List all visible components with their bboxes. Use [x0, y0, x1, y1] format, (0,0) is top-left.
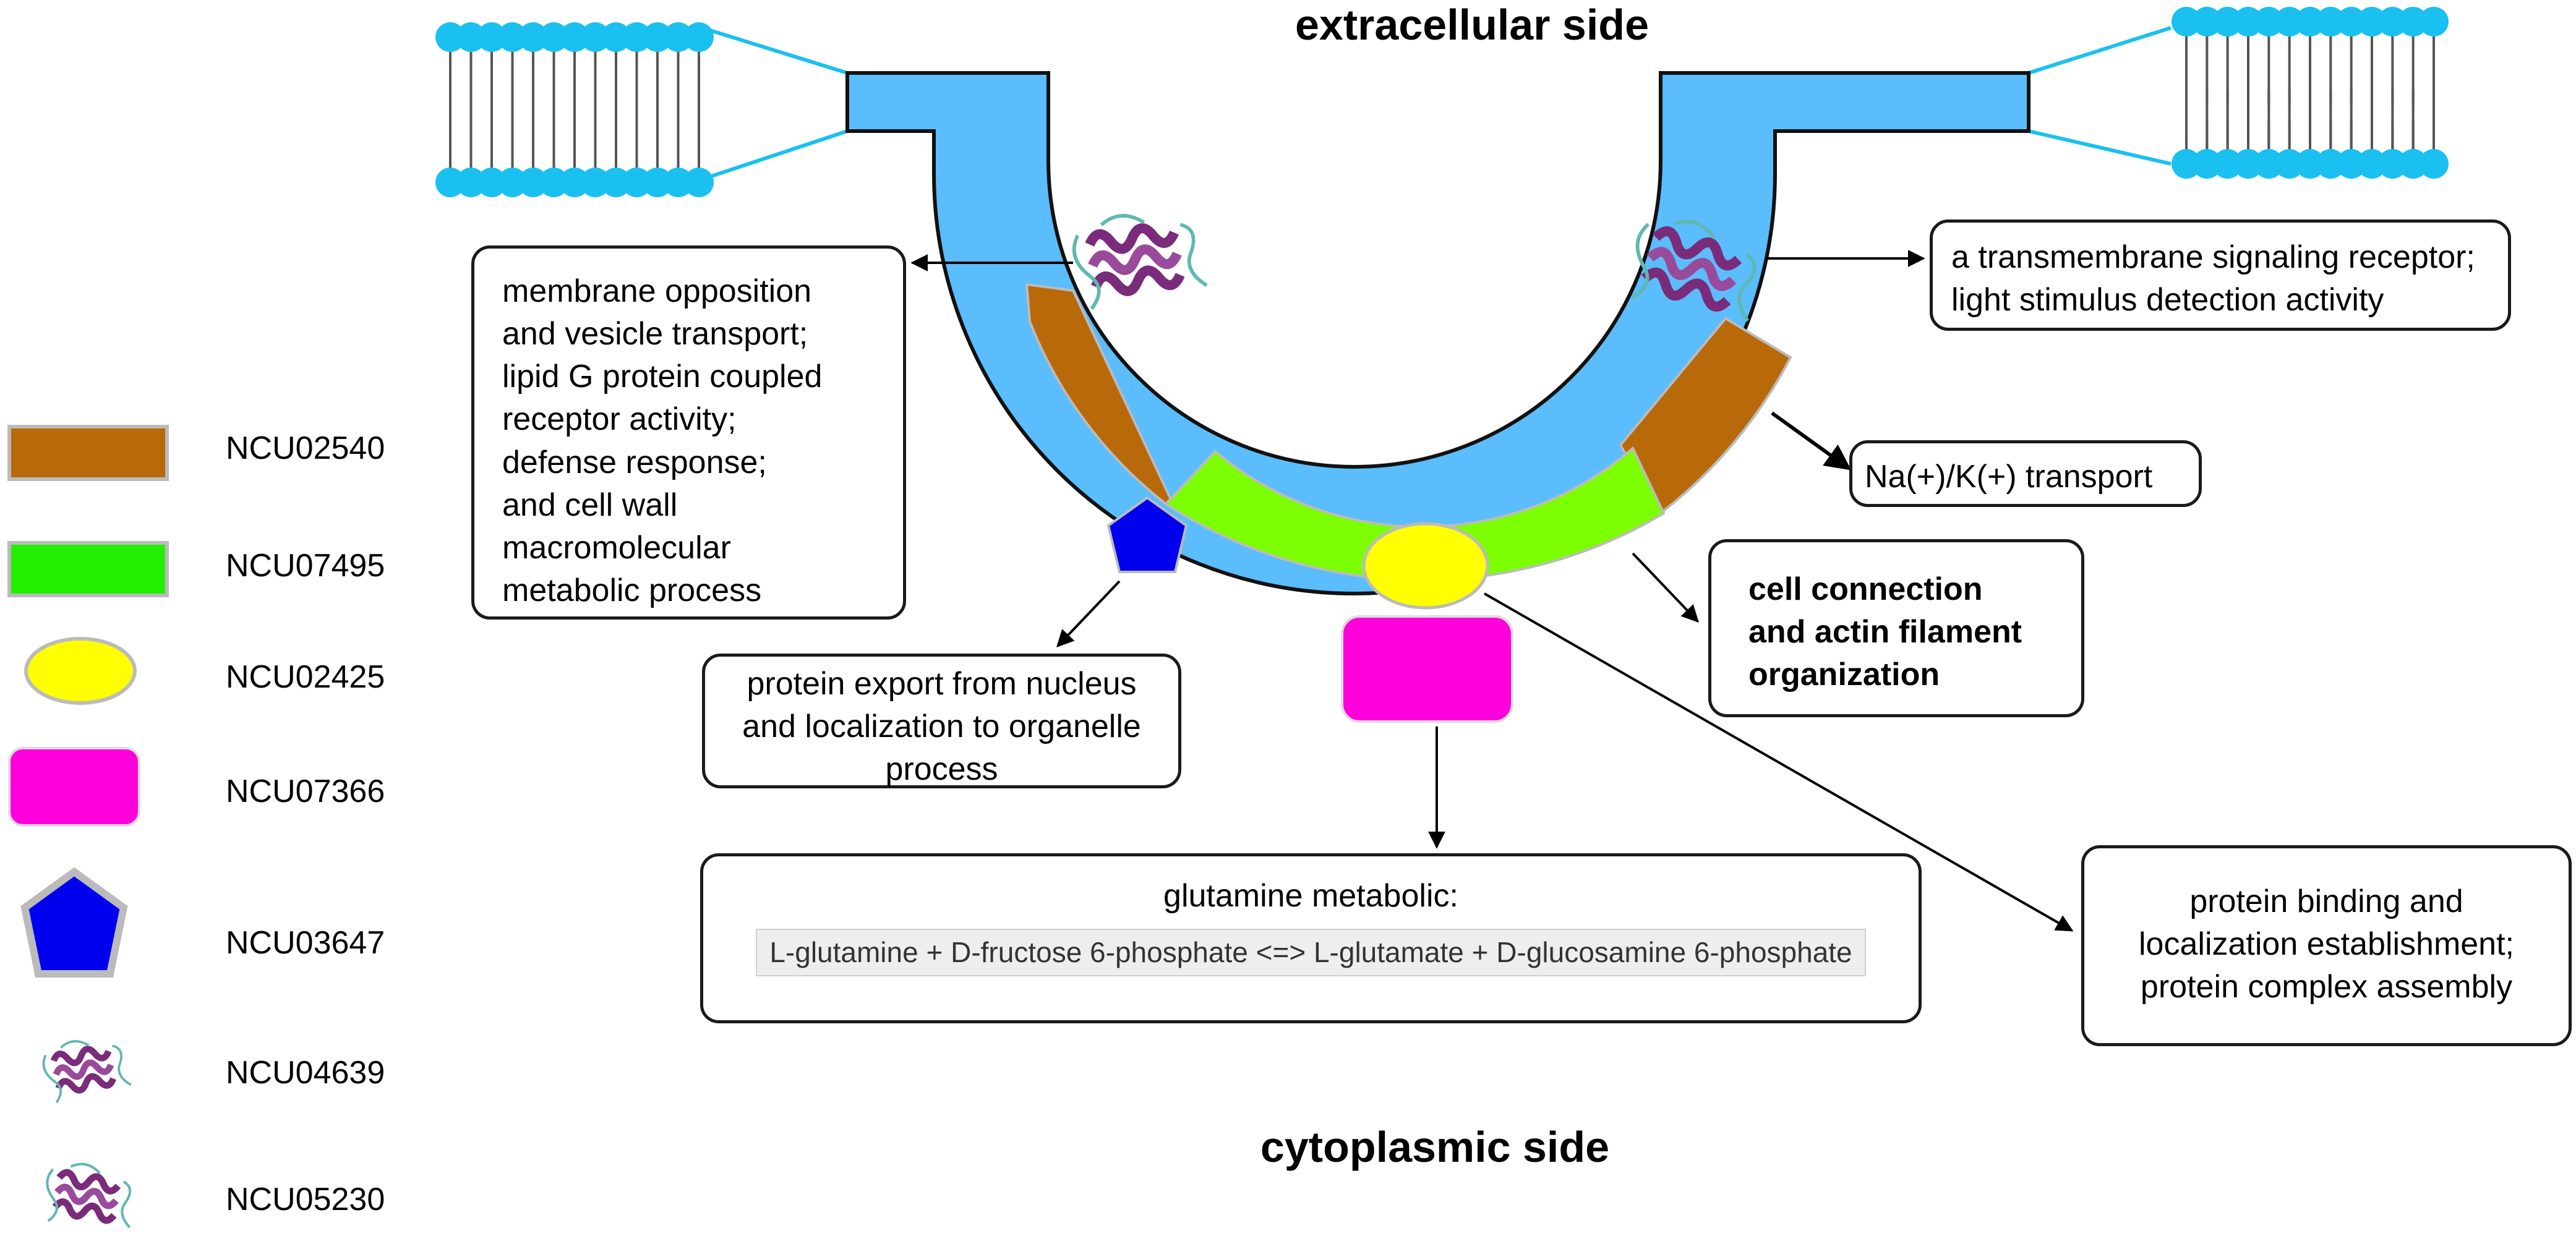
- na-k-transport-text: Na(+)/K(+) transport: [1865, 459, 2153, 495]
- lipid-head: [580, 168, 610, 197]
- signaling-receptor-box: a transmembrane signaling receptor; ligh…: [1930, 219, 2511, 331]
- lipid-head: [560, 168, 589, 197]
- lipid-head: [2233, 7, 2263, 36]
- lipid-head: [560, 22, 589, 52]
- legend-protein-icon-ncu04639: [40, 1033, 132, 1104]
- lipid-head: [643, 168, 672, 197]
- lipid-head: [2419, 7, 2449, 36]
- lipid-head: [684, 22, 714, 52]
- legend-label-ncu03647: NCU03647: [226, 925, 385, 961]
- lipid-head: [2274, 149, 2304, 179]
- lipid-head: [2316, 149, 2346, 179]
- lipid-head: [2419, 149, 2449, 179]
- lipid-head: [2212, 7, 2243, 36]
- membrane-opposition-box: membrane opposition and vesicle transpor…: [471, 245, 906, 620]
- protein-export-text: protein export from nucleus and localiza…: [742, 666, 1141, 788]
- lipid-head: [580, 22, 610, 52]
- legend-swatch-ncu07366: [8, 747, 140, 827]
- legend-swatch-ncu02540: [7, 425, 169, 481]
- legend-swatch-ncu03647: [20, 867, 128, 978]
- lipid-head: [2192, 149, 2222, 179]
- lipid-head: [539, 168, 569, 197]
- legend-label-ncu05230: NCU05230: [226, 1182, 385, 1217]
- lipid-head: [601, 22, 631, 52]
- lipid-head: [2398, 149, 2428, 179]
- legend-swatch-ncu07495: [7, 541, 169, 597]
- lipid-head: [518, 168, 548, 197]
- lipid-head: [477, 22, 507, 52]
- lipid-head: [2336, 149, 2366, 179]
- legend-label-ncu07366: NCU07366: [226, 774, 385, 809]
- protein-binding-text: protein binding and localization establi…: [2139, 884, 2514, 1005]
- extracellular-side-title: extracellular side: [1295, 1, 1649, 49]
- legend-swatch-ncu02425: [24, 637, 137, 705]
- lipid-bilayer-left: [435, 22, 714, 197]
- legend-label-ncu04639: NCU04639: [226, 1055, 385, 1091]
- lipid-head: [2254, 7, 2284, 36]
- legend-graphics: [7, 425, 169, 1232]
- lipid-head: [643, 22, 672, 52]
- legend-label-ncu02425: NCU02425: [226, 659, 385, 695]
- lipid-head: [2357, 149, 2387, 179]
- lipid-head: [2398, 7, 2428, 36]
- ncu07366-block: [1341, 615, 1513, 723]
- legend-label-ncu07495: NCU07495: [226, 548, 385, 584]
- cell-connection-box: cell connection and actin filament organ…: [1708, 539, 2084, 717]
- glutamine-reaction-text: L-glutamine + D-fructose 6-phosphate <=>…: [756, 929, 1866, 977]
- lipid-head: [663, 168, 693, 197]
- membrane-band: [845, 71, 2030, 595]
- lipid-head: [2212, 149, 2243, 179]
- lipid-head: [456, 22, 486, 52]
- lipid-head: [477, 168, 507, 197]
- lipid-head: [518, 22, 548, 52]
- lipid-bilayer-right: [2172, 7, 2449, 179]
- lipid-head: [2377, 7, 2408, 36]
- ncu07495-segment: [1163, 446, 1666, 581]
- protein-export-box: protein export from nucleus and localiza…: [702, 654, 1181, 788]
- signaling-receptor-text: a transmembrane signaling receptor; ligh…: [1951, 239, 2475, 318]
- protein-binding-box: protein binding and localization establi…: [2081, 845, 2572, 1046]
- lipid-head: [497, 22, 528, 52]
- ncu03647-pentagon: [1106, 496, 1188, 573]
- lipid-head: [663, 22, 693, 52]
- lipid-head: [539, 22, 569, 52]
- glutamine-metabolic-title: glutamine metabolic:: [1163, 878, 1458, 914]
- lipid-head: [2336, 7, 2366, 36]
- lipid-head: [2295, 7, 2325, 36]
- ncu04639-protein-icon: [1070, 205, 1208, 310]
- lipid-head: [2254, 149, 2284, 179]
- lipid-head: [622, 168, 652, 197]
- lipid-head: [622, 22, 652, 52]
- legend-protein-icon-ncu05230: [42, 1159, 138, 1232]
- cell-connection-text: cell connection and actin filament organ…: [1748, 571, 2022, 693]
- lipid-head: [2233, 149, 2263, 179]
- lipid-head: [435, 22, 465, 52]
- lipid-head: [2316, 7, 2346, 36]
- lipid-head: [2295, 149, 2325, 179]
- lipid-head: [435, 168, 465, 197]
- lipid-head: [2172, 7, 2201, 36]
- na-k-transport-box: Na(+)/K(+) transport: [1849, 440, 2202, 507]
- glutamine-metabolic-box: glutamine metabolic: L-glutamine + D-fru…: [700, 853, 1922, 1023]
- ncu02425-ellipse: [1362, 522, 1489, 610]
- ncu02540-segment-right: [1619, 317, 1792, 515]
- lipid-head: [601, 168, 631, 197]
- annotation-arrows: [910, 250, 2074, 932]
- lipid-head: [2357, 7, 2387, 36]
- lipid-head: [684, 168, 714, 197]
- cytoplasmic-side-title: cytoplasmic side: [1260, 1123, 1610, 1171]
- membrane-opposition-text: membrane opposition and vesicle transpor…: [502, 273, 823, 609]
- lipid-head: [2192, 7, 2222, 36]
- legend-label-ncu02540: NCU02540: [226, 430, 385, 466]
- lipid-head: [2274, 7, 2304, 36]
- lipid-head: [2172, 149, 2201, 179]
- lipid-head: [497, 168, 528, 197]
- lipid-head: [2377, 149, 2408, 179]
- lipid-head: [456, 168, 486, 197]
- zoom-connectors: [701, 26, 2172, 181]
